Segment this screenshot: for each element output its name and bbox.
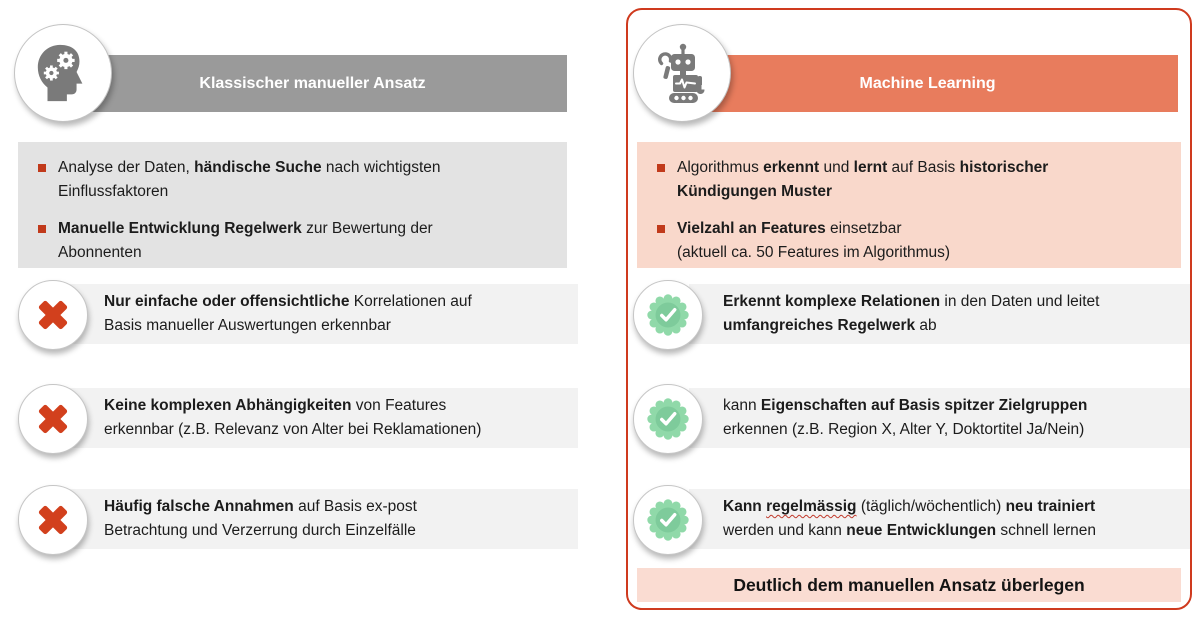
bullet-square-icon: [38, 225, 46, 233]
negative-point-badge: [18, 485, 88, 555]
text-segment: erkennen (z.B. Region X, Alter Y, Doktor…: [723, 421, 1085, 438]
text-segment: kann: [723, 397, 761, 414]
positive-point-text: Erkennt komplexe Relationen in den Daten…: [723, 290, 1190, 338]
text-segment: Keine komplexen Abhängigkeiten: [104, 397, 352, 414]
negative-point-text: Nur einfache oder offensichtliche Korrel…: [104, 290, 578, 338]
positive-point-box: kann Eigenschaften auf Basis spitzer Zie…: [689, 388, 1190, 448]
negative-point-box: Häufig falsche Annahmen auf Basis ex-pos…: [70, 489, 578, 549]
text-segment: erkennbar (z.B. Relevanz von Alter bei R…: [104, 421, 482, 438]
text-segment: und: [819, 159, 854, 176]
text-segment: Abonnenten: [58, 244, 142, 261]
text-segment: einsetzbar: [825, 220, 902, 237]
negative-point-box: Keine komplexen Abhängigkeiten von Featu…: [70, 388, 578, 448]
text-segment: zur Bewertung der: [301, 220, 433, 237]
text-segment: erkennt: [763, 159, 820, 176]
robot-icon: [658, 43, 706, 103]
text-segment: von Features: [351, 397, 447, 414]
text-segment: Häufig falsche Annahmen: [104, 498, 294, 515]
text-segment: Manuelle Entwicklung Regelwerk: [58, 220, 302, 237]
list-item-text: Algorithmus erkennt und lernt auf Basis …: [677, 156, 1048, 204]
text-segment: nach wichtigsten: [321, 159, 441, 176]
negative-point-badge: [18, 384, 88, 454]
positive-point-box: Erkennt komplexe Relationen in den Daten…: [689, 284, 1190, 344]
positive-point-badge: [633, 280, 703, 350]
text-segment: Erkennt komplexe Relationen: [723, 293, 941, 310]
left-header-title: Klassischer manueller Ansatz: [199, 74, 426, 92]
negative-point-box: Nur einfache oder offensichtliche Korrel…: [70, 284, 578, 344]
right-header-title: Machine Learning: [859, 74, 996, 92]
positive-point-text: Kann regelmässig (täglich/wöchentlich) n…: [723, 495, 1190, 543]
list-item: Algorithmus erkennt und lernt auf Basis …: [651, 156, 1171, 204]
check-badge-icon: [647, 294, 689, 336]
conclusion-text: Deutlich dem manuellen Ansatz überlegen: [733, 574, 1085, 595]
cross-icon: [38, 404, 68, 434]
list-item: Analyse der Daten, händische Suche nach …: [32, 156, 557, 204]
text-segment: Basis manueller Auswertungen erkennbar: [104, 317, 391, 334]
text-segment: Algorithmus: [677, 159, 764, 176]
list-item-text: Analyse der Daten, händische Suche nach …: [58, 156, 441, 204]
negative-point-text: Keine komplexen Abhängigkeiten von Featu…: [104, 394, 578, 442]
manual-approach-avatar: [14, 24, 112, 122]
positive-point-badge: [633, 384, 703, 454]
positive-point-box: Kann regelmässig (täglich/wöchentlich) n…: [689, 489, 1190, 549]
text-segment: auf Basis ex-post: [293, 498, 417, 515]
left-intro-box: Analyse der Daten, händische Suche nach …: [18, 142, 567, 268]
check-badge-icon: [647, 398, 689, 440]
text-segment: schnell lernen: [996, 522, 1097, 539]
bullet-square-icon: [657, 164, 665, 172]
text-segment: Kann: [723, 498, 767, 515]
text-segment: (täglich/wöchentlich): [856, 498, 1006, 515]
text-segment: Analyse der Daten,: [58, 159, 195, 176]
text-segment: ab: [915, 317, 937, 334]
list-item: Vielzahl an Features einsetzbar (aktuell…: [651, 217, 1171, 265]
text-segment: neue Entwicklungen: [846, 522, 997, 539]
head-gears-icon: [37, 44, 83, 102]
text-segment: werden und kann: [723, 522, 847, 539]
text-segment-underlined: regelmässig: [766, 498, 857, 515]
text-segment: Betrachtung und Verzerrung durch Einzelf…: [104, 522, 416, 539]
text-segment: umfangreiches Regelwerk: [723, 317, 916, 334]
text-segment: (aktuell ca. 50 Features im Algorithmus): [677, 244, 951, 261]
left-header-banner: Klassischer manueller Ansatz: [58, 55, 567, 112]
negative-point-badge: [18, 280, 88, 350]
right-intro-box: Algorithmus erkennt und lernt auf Basis …: [637, 142, 1181, 268]
text-segment: händische Suche: [194, 159, 322, 176]
text-segment: in den Daten und leitet: [940, 293, 1100, 310]
negative-point-text: Häufig falsche Annahmen auf Basis ex-pos…: [104, 495, 578, 543]
cross-icon: [38, 505, 68, 535]
text-segment: Korrelationen auf: [349, 293, 472, 310]
conclusion-banner: Deutlich dem manuellen Ansatz überlegen: [637, 568, 1181, 602]
text-segment: Einflussfaktoren: [58, 183, 169, 200]
text-segment: auf Basis: [887, 159, 960, 176]
text-segment: Eigenschaften auf Basis spitzer Zielgrup…: [760, 397, 1088, 414]
text-segment: Kündigungen Muster: [677, 183, 832, 200]
machine-learning-avatar: [633, 24, 731, 122]
bullet-square-icon: [38, 164, 46, 172]
list-item-text: Vielzahl an Features einsetzbar (aktuell…: [677, 217, 950, 265]
bullet-square-icon: [657, 225, 665, 233]
positive-point-badge: [633, 485, 703, 555]
right-header-banner: Machine Learning: [677, 55, 1178, 112]
check-badge-icon: [647, 499, 689, 541]
list-item-text: Manuelle Entwicklung Regelwerk zur Bewer…: [58, 217, 433, 265]
positive-point-text: kann Eigenschaften auf Basis spitzer Zie…: [723, 394, 1190, 442]
cross-icon: [38, 300, 68, 330]
text-segment: Nur einfache oder offensichtliche: [104, 293, 350, 310]
text-segment: lernt: [853, 159, 888, 176]
text-segment: historischer: [959, 159, 1049, 176]
text-segment: Vielzahl an Features: [677, 220, 826, 237]
list-item: Manuelle Entwicklung Regelwerk zur Bewer…: [32, 217, 557, 265]
text-segment: neu trainiert: [1005, 498, 1096, 515]
